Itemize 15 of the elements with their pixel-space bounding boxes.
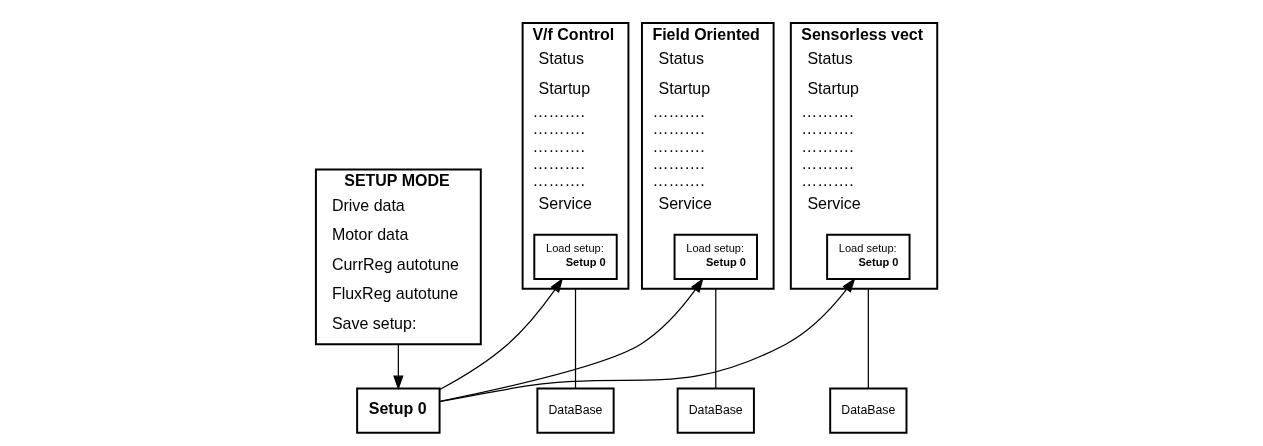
connector <box>867 288 869 389</box>
node-box: SETUP MODE Drive data Motor data CurrReg autotune FluxReg autotune Save setup: <box>314 168 482 346</box>
arrow <box>439 277 856 403</box>
arrow <box>439 277 704 402</box>
node-box: Load setup: Setup 0 <box>826 233 911 280</box>
node-box: Setup 0 <box>356 387 441 434</box>
node-box: DataBase <box>536 387 615 434</box>
node-box: DataBase <box>676 387 755 434</box>
node-box: DataBase <box>829 387 908 434</box>
connector <box>574 288 577 389</box>
node-box: Load setup: Setup 0 <box>533 233 618 280</box>
node-box: Load setup: Setup 0 <box>673 233 758 280</box>
connector <box>715 288 717 389</box>
arrow <box>393 343 404 391</box>
arrow <box>439 277 564 391</box>
